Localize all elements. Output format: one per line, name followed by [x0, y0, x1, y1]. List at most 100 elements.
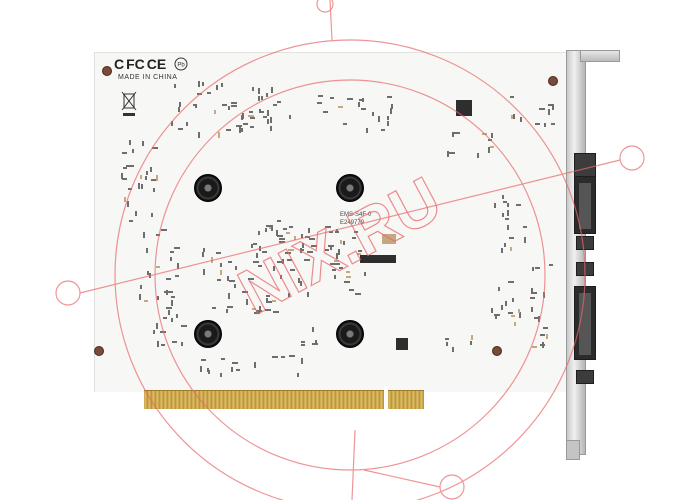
smd-part	[261, 250, 267, 253]
smd-part	[270, 86, 273, 93]
smd-part	[287, 293, 290, 298]
smd-part	[299, 248, 304, 251]
smd-part	[518, 312, 521, 319]
smd-part	[127, 187, 132, 190]
smd-part	[530, 292, 537, 295]
smd-part	[452, 131, 455, 137]
smd-part	[282, 258, 285, 264]
smd-part	[216, 278, 221, 281]
ic-chip	[456, 100, 472, 116]
smd-part	[269, 117, 272, 124]
smd-part	[278, 241, 285, 244]
ic-chip	[360, 255, 396, 263]
made-in-label: MADE IN CHINA	[118, 74, 178, 81]
svg-text:Pb: Pb	[178, 63, 186, 69]
smd-part	[231, 105, 238, 108]
smd-part	[211, 307, 216, 310]
smd-part	[178, 101, 181, 107]
smd-part	[506, 209, 509, 216]
smd-part	[255, 253, 258, 259]
smd-part	[233, 283, 236, 288]
certification-marks: C FC CE Pb	[114, 56, 188, 72]
smd-part	[301, 233, 304, 238]
smd-part	[153, 188, 156, 193]
smd-part	[476, 152, 479, 158]
smd-part	[176, 262, 179, 269]
smd-part	[273, 266, 276, 272]
smd-part	[508, 281, 515, 284]
smd-part	[149, 272, 152, 278]
smd-part	[508, 236, 514, 239]
smd-part	[228, 261, 233, 264]
smd-part	[531, 306, 534, 312]
smd-part	[254, 312, 261, 315]
smd-part	[545, 334, 548, 340]
smd-part	[509, 246, 512, 251]
heatsink-screw	[194, 320, 222, 348]
smd-part	[530, 297, 536, 300]
smd-part	[281, 356, 286, 359]
smd-part	[178, 127, 184, 130]
smd-part	[258, 245, 261, 251]
smd-part	[487, 138, 492, 141]
smd-part	[531, 345, 537, 348]
smd-part	[511, 298, 514, 303]
smd-part	[210, 256, 213, 263]
smd-part	[345, 270, 350, 273]
smd-part	[490, 132, 493, 138]
smd-part	[235, 266, 238, 271]
smd-part	[338, 249, 341, 256]
smd-part	[300, 343, 305, 346]
smd-part	[329, 246, 332, 251]
smd-part	[157, 296, 160, 301]
smd-part	[349, 289, 355, 292]
fcc-icon: FC	[126, 56, 145, 72]
smd-part	[256, 310, 263, 313]
smd-part	[170, 295, 175, 298]
smd-part	[175, 314, 178, 319]
smd-part	[362, 98, 365, 103]
smd-part	[249, 126, 254, 129]
smd-part	[535, 122, 541, 125]
smd-part	[197, 81, 200, 88]
mounting-hole	[94, 346, 104, 356]
smd-part	[135, 210, 138, 216]
smd-part	[520, 116, 523, 122]
smd-part	[247, 277, 254, 280]
smd-part	[505, 300, 508, 306]
smd-part	[258, 230, 261, 235]
smd-part	[544, 123, 547, 128]
model-label: EMS-S4F-0	[340, 212, 372, 218]
smd-part	[123, 167, 128, 170]
mounting-hole	[102, 66, 112, 76]
smd-part	[272, 311, 279, 314]
smd-part	[252, 87, 255, 92]
smd-part	[314, 339, 317, 344]
smd-part	[261, 96, 264, 101]
smd-part	[150, 179, 156, 182]
ce-icon: CE	[146, 56, 167, 72]
model-code-label: E249779	[340, 220, 365, 226]
smd-part	[226, 128, 232, 131]
smd-part	[548, 108, 551, 115]
smd-part	[357, 102, 360, 108]
smd-part	[332, 269, 337, 272]
smd-part	[170, 300, 173, 307]
smd-part	[193, 104, 198, 107]
smd-part	[128, 219, 133, 222]
smd-part	[497, 286, 500, 291]
smd-part	[335, 230, 340, 233]
smd-part	[288, 226, 293, 229]
smd-part	[513, 113, 516, 119]
smd-part	[329, 262, 336, 265]
smd-part	[253, 260, 260, 263]
mounting-hole	[492, 346, 502, 356]
smd-part	[266, 92, 269, 97]
smd-part	[446, 342, 449, 347]
smd-part	[122, 177, 128, 180]
smd-part	[247, 114, 254, 117]
smd-part	[175, 274, 180, 277]
smd-part	[126, 201, 129, 208]
smd-part	[265, 228, 268, 233]
smd-part	[287, 259, 293, 262]
